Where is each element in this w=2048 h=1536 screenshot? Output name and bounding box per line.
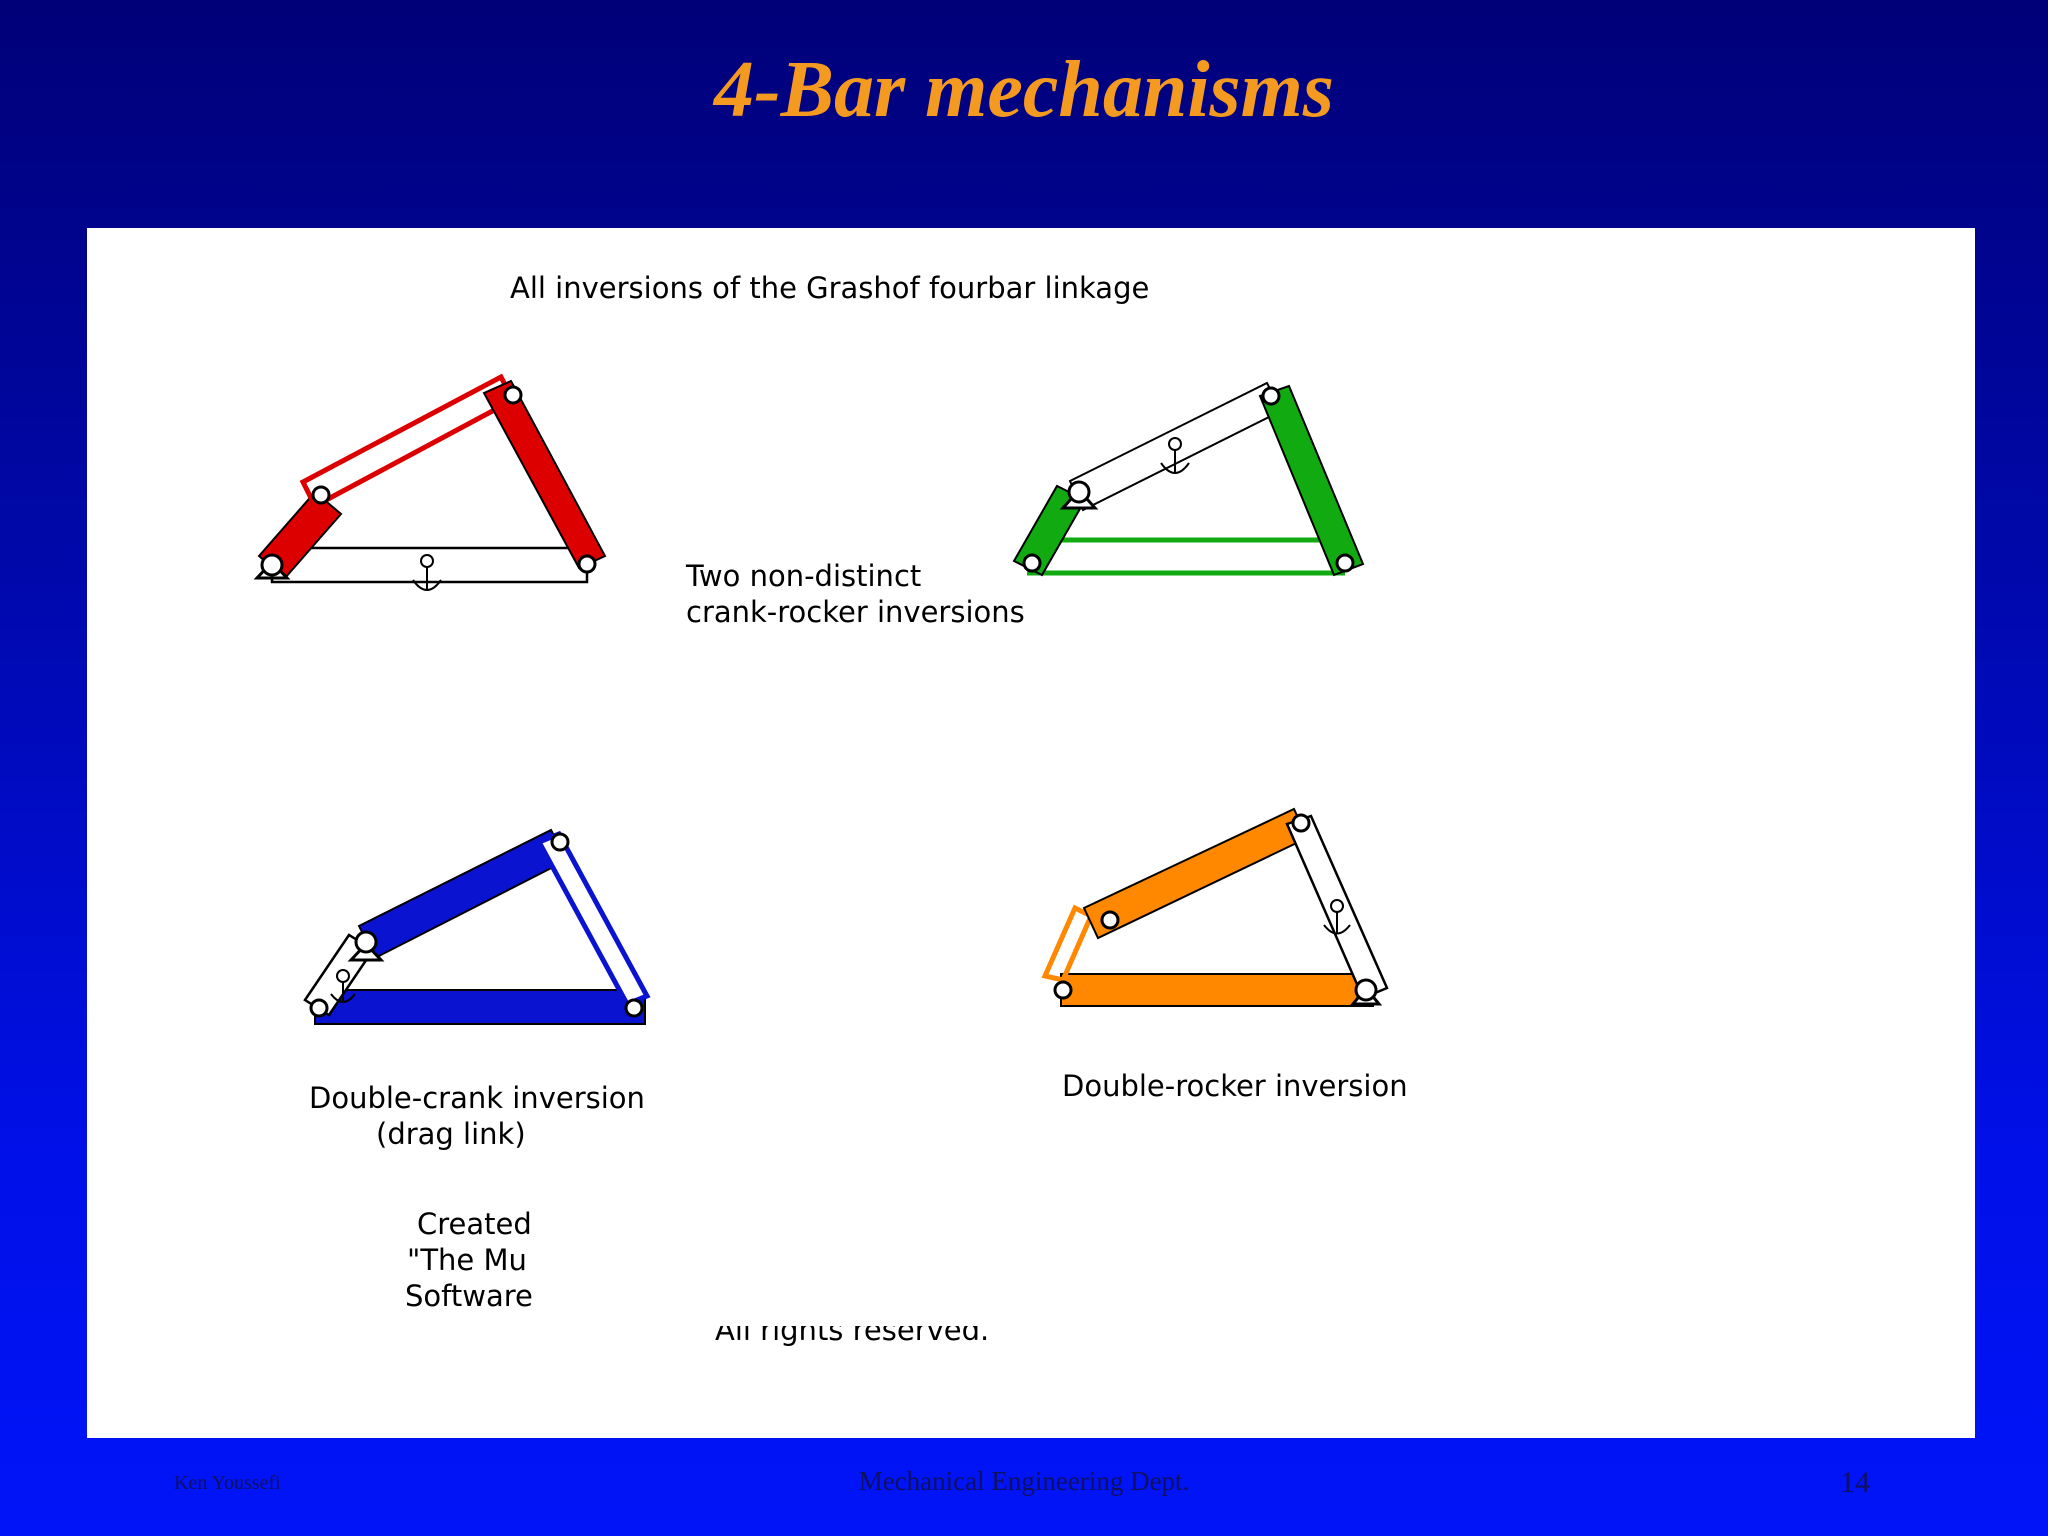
slide-title: 4-Bar mechanisms [713,46,1335,134]
double-rocker-caption: Double-rocker inversion [1062,1069,1408,1103]
blue-crank-anchor-icon [330,969,356,1003]
crank-rocker-caption-line-1: Two non-distinct [686,559,922,593]
figure-heading: All inversions of the Grashof fourbar li… [510,271,1150,305]
blue-coupler-link [357,828,569,960]
orange-ground-link [1060,973,1374,1007]
crank-rocker-green-linkage [1012,381,1365,577]
red-coupler-link [299,373,517,510]
credit-line-1: Created [417,1207,532,1241]
green-rocker-link [1258,384,1365,577]
orange-rocker-link [1285,814,1389,1000]
crank-rocker-caption-line-2: crank-rocker inversions [686,595,1025,629]
double-crank-blue-linkage [303,828,651,1025]
credit-line-2: "The Mu [407,1243,527,1277]
blue-pivots [309,832,644,1018]
footer-department: Mechanical Engineering Dept. [858,1466,1190,1496]
credit-line-3: Software [405,1279,533,1313]
red-ground-anchor-icon [412,554,442,591]
red-pivots [253,385,597,580]
orange-crank-link [1041,904,1095,983]
orange-rocker-anchor-icon [1323,899,1351,935]
crank-rocker-red-linkage [253,373,607,591]
green-coupler-link [1068,381,1283,512]
green-pivots [1022,386,1355,573]
rights-text: All rights reserved. [715,1326,990,1347]
blue-ground-link [314,989,646,1025]
rights-strip: All rights reserved. [715,1326,1055,1352]
footer-page-number: 14 [1840,1466,1870,1499]
red-ground-link [270,546,589,584]
red-rocker-link [482,379,607,570]
orange-pivots [1053,813,1383,1006]
blue-rocker-link [535,830,651,1008]
double-rocker-orange-linkage [1041,807,1389,1007]
footer-author: Ken Youssefi [174,1472,281,1494]
green-coupler-anchor-icon [1160,437,1190,474]
double-crank-caption-line-1: Double-crank inversion [309,1081,645,1115]
linkage-figure: All inversions of the Grashof fourbar li… [87,228,1975,1438]
linkage-diagram [253,373,1389,1025]
double-crank-caption-line-2: (drag link) [376,1117,526,1151]
credit-block: Created "The Mu Software [387,1206,609,1314]
